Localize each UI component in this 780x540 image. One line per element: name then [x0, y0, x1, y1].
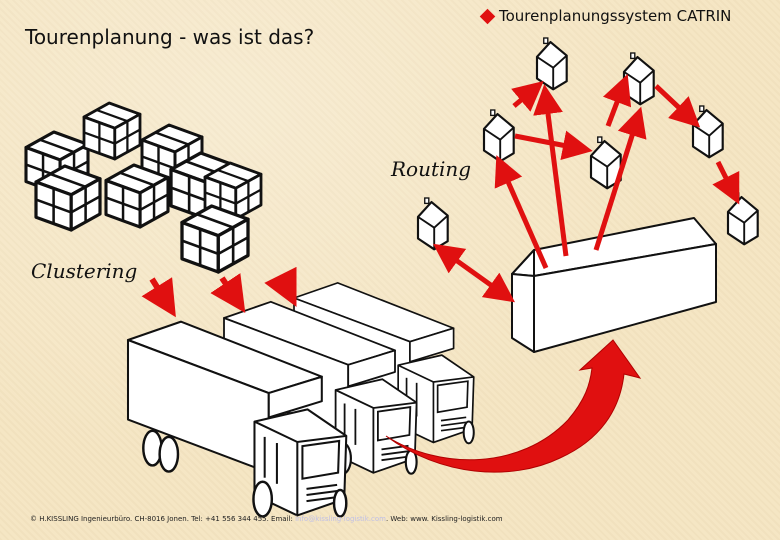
red-arrow-icon [533, 84, 569, 257]
routing-arrows [432, 74, 740, 303]
house-icon [482, 108, 515, 163]
system-label: Tourenplanungssystem CATRIN [499, 7, 732, 25]
red-arrow-icon [654, 84, 701, 128]
truck-fleet [126, 281, 475, 518]
red-arrow-icon [385, 339, 642, 473]
red-arrow-icon [210, 273, 246, 313]
package-icon [34, 164, 102, 232]
clustering-arrows [141, 266, 297, 318]
red-arrow-icon [593, 106, 647, 251]
delivery-locations [416, 36, 759, 251]
package-icon [82, 101, 142, 161]
depot-warehouse-icon [511, 217, 717, 353]
house-icon [535, 36, 568, 91]
house-icon [622, 51, 655, 106]
red-arrow-icon [264, 266, 297, 308]
red-arrow-icon [494, 155, 549, 270]
footer-email-link[interactable]: info@kissling-logistik.com [295, 515, 386, 523]
footer: © H.KISSLING Ingenieurbüro. CH-8016 Jone… [30, 515, 503, 523]
red-arrow-icon [514, 130, 593, 161]
house-icon [726, 191, 759, 246]
red-arrow-icon [141, 277, 176, 318]
package-cluster [24, 101, 263, 274]
package-icon [104, 163, 170, 229]
footer-prefix: © H.KISSLING Ingenieurbüro. CH-8016 Jone… [30, 515, 296, 523]
red-arrow-icon [432, 243, 516, 303]
package-icon [180, 204, 250, 274]
red-arrow-icon [603, 74, 632, 127]
footer-suffix: . Web: www. Kissling-logistik.com [385, 515, 503, 523]
red-diamond-icon [479, 8, 496, 24]
red-arrow-icon [511, 80, 544, 112]
routing-label: Routing [391, 157, 472, 181]
house-icon [416, 196, 449, 251]
system-badge: Tourenplanungssystem CATRIN [479, 5, 732, 27]
page-title: Tourenplanung - was ist das? [25, 25, 315, 49]
red-arrow-icon [712, 160, 740, 205]
clustering-label: Clustering [31, 259, 138, 283]
house-icon [691, 104, 724, 159]
